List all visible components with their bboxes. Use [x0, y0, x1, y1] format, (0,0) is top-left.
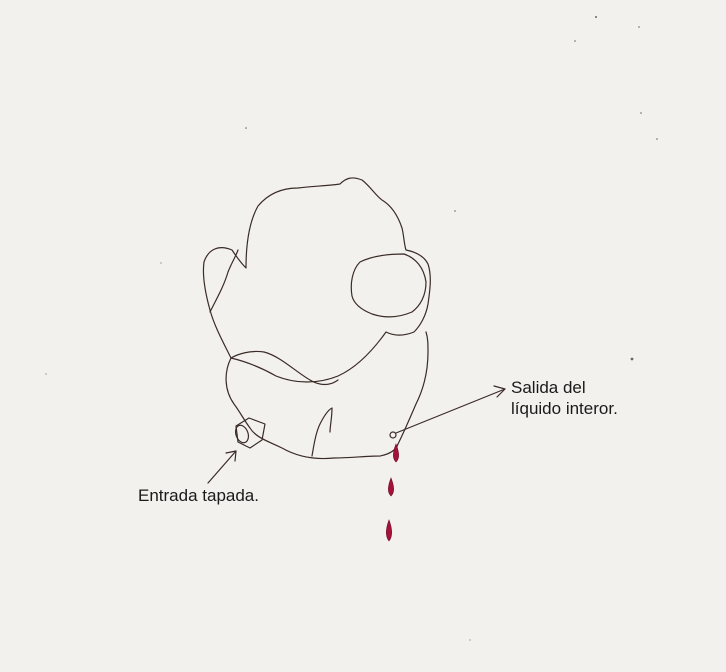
paper-specks — [45, 16, 658, 641]
vessel-lower-body — [225, 331, 429, 460]
inlet-plug — [235, 417, 266, 449]
vessel-inner-fold — [311, 407, 333, 457]
inlet-label: Entrada tapada. — [138, 486, 259, 505]
vessel-handle — [350, 253, 427, 318]
vessel-upper-body — [202, 177, 431, 383]
outlet-label: Salida del líquido interor. — [511, 377, 618, 419]
liquid-drop-3 — [386, 519, 392, 542]
outlet-leader-line — [395, 388, 506, 434]
outlet-arrowhead — [493, 385, 506, 398]
vessel-left-lobe-line — [209, 249, 239, 313]
inlet-plug-cap — [234, 424, 250, 444]
liquid-drop-2 — [388, 477, 394, 497]
outlet-hole — [389, 431, 397, 439]
outlet-label-line2: líquido interor. — [511, 399, 618, 418]
vessel-shoulder-line — [230, 350, 339, 386]
outlet-label-line1: Salida del — [511, 378, 586, 397]
liquid-drop-1 — [393, 443, 399, 463]
inlet-leader-line — [207, 450, 237, 484]
inlet-arrowhead — [225, 450, 237, 462]
